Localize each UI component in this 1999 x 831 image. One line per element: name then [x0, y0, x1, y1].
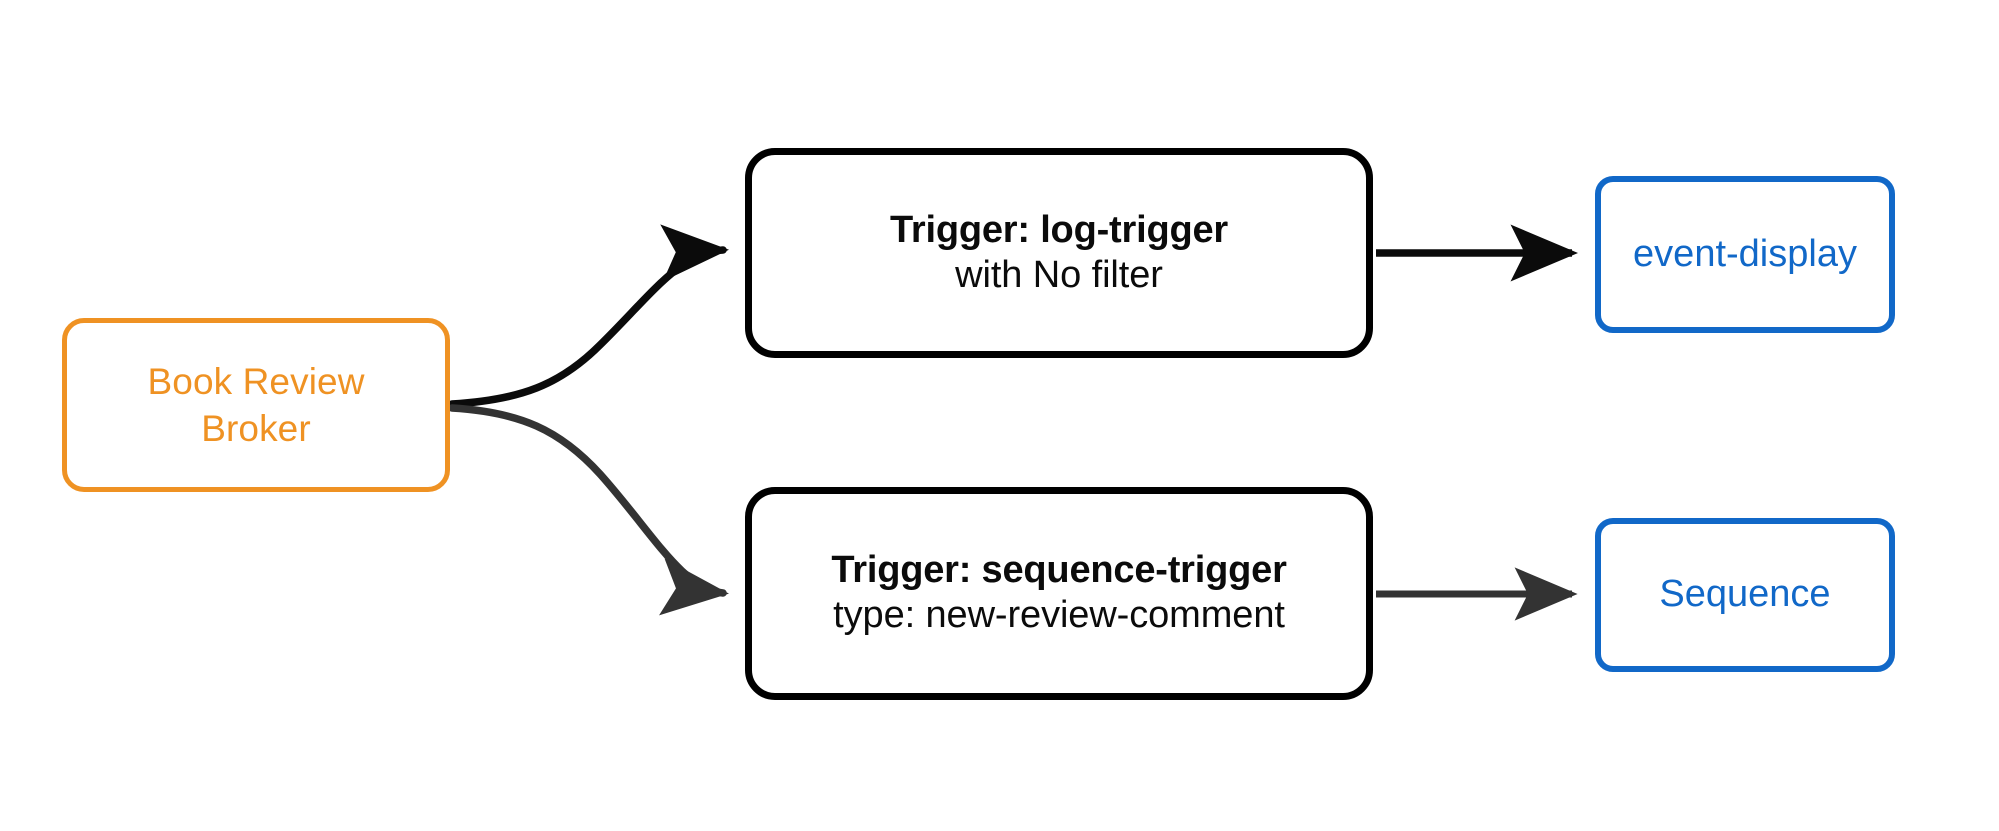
edge-broker-to-sequence-trigger [448, 404, 729, 616]
log-trigger-subtitle: with No filter [955, 253, 1163, 296]
node-event-display[interactable]: event-display [1595, 176, 1895, 333]
broker-label-line2: Broker [201, 408, 311, 449]
log-trigger-title: Trigger: log-trigger [889, 208, 1228, 251]
edge-broker-to-log-trigger [448, 224, 729, 408]
sequence-sink-label: Sequence [1659, 573, 1831, 616]
broker-label-stack: Book Review Broker [147, 358, 364, 453]
broker-label-line1: Book Review [147, 360, 365, 402]
log-trigger-label-stack: Trigger: log-trigger with No filter [890, 208, 1228, 298]
sequence-trigger-label-stack: Trigger: sequence-trigger type: new-revi… [831, 548, 1287, 638]
event-display-label: event-display [1633, 232, 1857, 275]
sequence-trigger-subtitle: type: new-review-comment [833, 594, 1285, 637]
node-sequence-sink[interactable]: Sequence [1595, 518, 1895, 672]
node-log-trigger[interactable]: Trigger: log-trigger with No filter [745, 148, 1373, 358]
node-sequence-trigger[interactable]: Trigger: sequence-trigger type: new-revi… [745, 487, 1373, 700]
node-book-review-broker[interactable]: Book Review Broker [62, 318, 450, 492]
sequence-trigger-title: Trigger: sequence-trigger [831, 549, 1287, 592]
